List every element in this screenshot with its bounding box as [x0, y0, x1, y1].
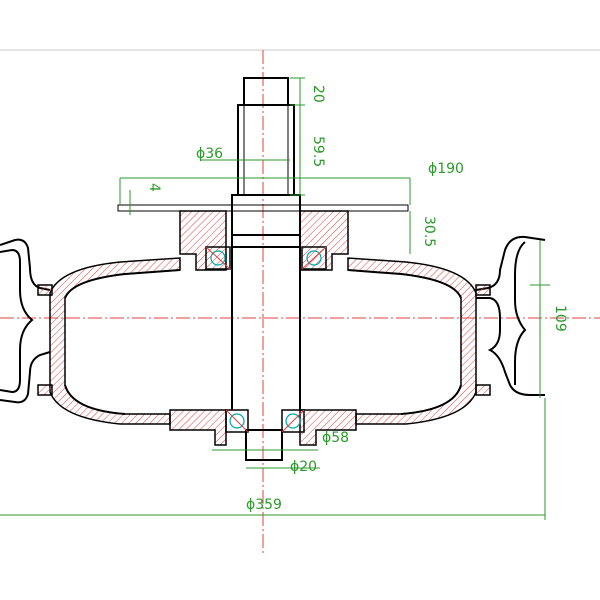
- bearing-upper-left: [205, 246, 231, 270]
- bearing-lower-left: [225, 409, 249, 433]
- top-plate: [117, 204, 409, 212]
- dim-shaft-top-length: 20: [310, 85, 326, 103]
- bearing-upper-right: [301, 246, 327, 270]
- dim-hub-height: 30.5: [421, 216, 437, 247]
- upper-hub: [179, 210, 349, 271]
- dim-plate-diameter: ϕ190: [428, 161, 464, 177]
- drum-shell: [49, 257, 477, 425]
- dimension-lines: [0, 77, 550, 520]
- shaft: [231, 77, 301, 461]
- dim-bottom-shaft-diameter: ϕ20: [290, 459, 317, 475]
- dim-plate-thickness: 4: [146, 183, 162, 192]
- dim-shaft-key-length: 59.5: [310, 136, 326, 167]
- bearing-lower-right: [281, 409, 305, 433]
- right-rim: [475, 235, 546, 396]
- dim-shaft-diameter: ϕ36: [196, 146, 223, 162]
- left-rim: [0, 238, 53, 404]
- dim-bottom-housing-diameter: ϕ58: [322, 430, 349, 446]
- dim-drum-height: 109: [552, 305, 568, 332]
- dim-overall-diameter: ϕ359: [246, 497, 282, 513]
